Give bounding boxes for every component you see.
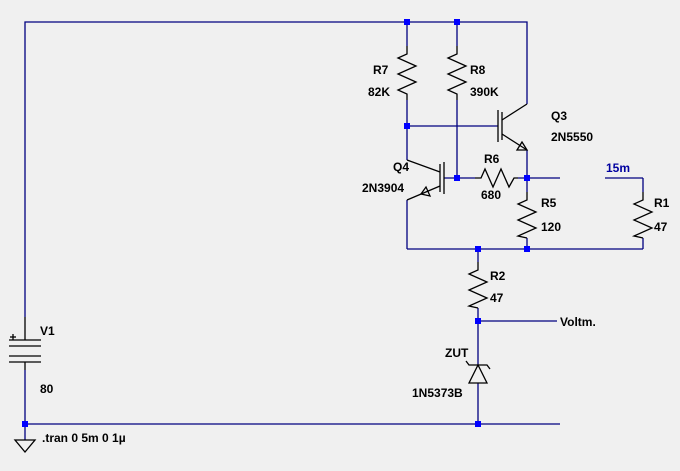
spice-directive: .tran 0 5m 0 1µ <box>42 431 126 445</box>
q4-symbol[interactable] <box>406 159 445 201</box>
r5-symbol[interactable] <box>515 192 538 239</box>
r5-value: 120 <box>541 220 561 234</box>
ground-icon <box>13 439 37 454</box>
r2-value: 47 <box>490 291 504 305</box>
r5-name: R5 <box>541 196 557 210</box>
junctions <box>22 19 530 427</box>
q3-value: 2N5550 <box>551 130 593 144</box>
q3-name: Q3 <box>551 109 567 123</box>
r2-name: R2 <box>490 269 506 283</box>
r6-name: R6 <box>484 152 500 166</box>
r7-value: 82K <box>368 85 390 99</box>
net-label-voltm: Voltm. <box>560 315 596 329</box>
wires <box>24 21 644 440</box>
r1-value: 47 <box>654 220 668 234</box>
wire-top-rail <box>24 21 528 317</box>
r1-name: R1 <box>654 196 670 210</box>
r1-symbol[interactable] <box>631 192 654 239</box>
r2-symbol[interactable] <box>466 262 489 309</box>
v1-value: 80 <box>40 382 54 396</box>
resistor-symbols <box>396 46 654 309</box>
v1-name: V1 <box>40 324 55 338</box>
zut-value: 1N5373B <box>412 386 463 400</box>
zut-name: ZUT <box>445 346 469 360</box>
r7-name: R7 <box>373 63 389 77</box>
v1-battery-symbol[interactable] <box>9 317 41 370</box>
q4-value: 2N3904 <box>362 181 404 195</box>
r8-value: 390K <box>470 85 499 99</box>
q3-symbol[interactable] <box>497 103 529 151</box>
r8-symbol[interactable] <box>446 46 468 100</box>
net-label-15m: 15m <box>606 161 630 175</box>
zener-diode-symbol[interactable] <box>465 360 491 384</box>
r6-symbol[interactable] <box>475 167 518 189</box>
q4-name: Q4 <box>393 160 409 174</box>
r8-name: R8 <box>470 63 486 77</box>
r6-value: 680 <box>481 188 501 202</box>
r7-symbol[interactable] <box>396 46 418 100</box>
